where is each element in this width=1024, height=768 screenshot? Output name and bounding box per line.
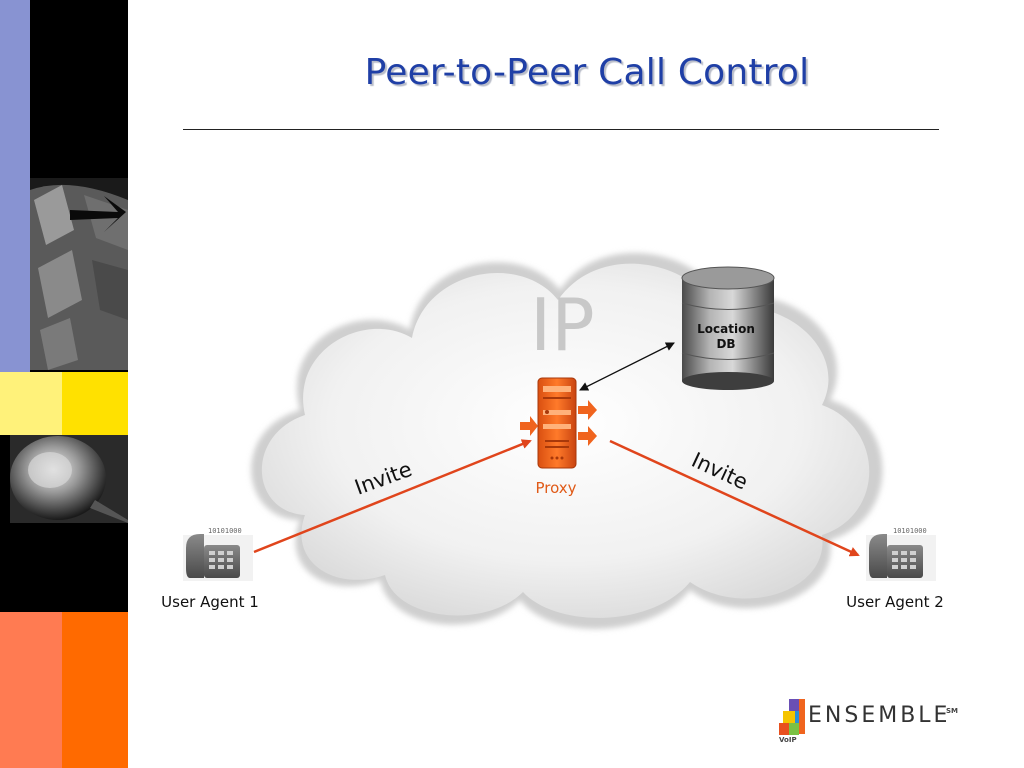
- user-agent-1-label: User Agent 1: [161, 593, 259, 611]
- ip-network-label: IP: [530, 283, 595, 367]
- location-db-label-line2: DB: [716, 337, 735, 351]
- title-divider: [183, 129, 939, 130]
- slide-title: Peer-to-Peer Call Control: [364, 52, 810, 93]
- phone-icon-user-agent-2: [866, 534, 936, 581]
- ensemble-logo-text: ENSEMBLE: [808, 703, 950, 728]
- user-agent-2-digits: 10101000: [893, 527, 927, 535]
- ensemble-logo: [779, 699, 805, 735]
- arrow-photo: [30, 178, 128, 370]
- magnifier-photo: [10, 435, 128, 523]
- invite-arrow-left: [253, 439, 532, 554]
- phone-icon-user-agent-1: [183, 534, 253, 581]
- user-agent-2-label: User Agent 2: [846, 593, 944, 611]
- ensemble-logo-mark: SM: [946, 707, 958, 715]
- user-agent-1-digits: 10101000: [208, 527, 242, 535]
- location-db-icon: [681, 266, 775, 390]
- invite-arrow-right: [609, 439, 860, 557]
- location-db-label-line1: Location: [697, 322, 755, 336]
- proxy-label: Proxy: [535, 479, 576, 497]
- ensemble-logo-voip: VoIP: [779, 736, 797, 744]
- decorative-side-bar: [0, 0, 128, 768]
- proxy-server-icon: [520, 377, 597, 469]
- proxy-db-arrow: [579, 342, 675, 391]
